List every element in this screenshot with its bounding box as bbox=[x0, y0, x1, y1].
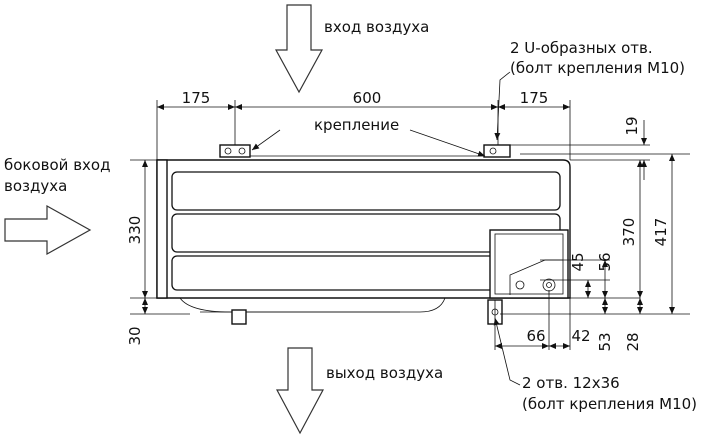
label-side-inlet-1: боковой вход bbox=[4, 156, 110, 174]
label-air-outlet: выход воздуха bbox=[326, 364, 443, 382]
label-holes-1: 2 отв. 12x36 bbox=[522, 374, 620, 392]
mount-bracket-left bbox=[219, 144, 251, 158]
dim-top-center: 600 bbox=[353, 89, 382, 107]
label-side-inlet-2: воздуха bbox=[4, 177, 67, 195]
dim-right-28: 28 bbox=[624, 332, 642, 351]
dim-right-370: 370 bbox=[620, 218, 638, 247]
dim-right-53: 53 bbox=[596, 332, 614, 351]
dim-top-right: 175 bbox=[520, 89, 549, 107]
dim-top-left: 175 bbox=[182, 89, 211, 107]
dim-right-417: 417 bbox=[652, 218, 670, 247]
dim-bottom-66: 66 bbox=[526, 327, 545, 345]
air-outlet-arrow bbox=[275, 347, 325, 435]
label-u-holes-2: (болт крепления M10) bbox=[510, 59, 685, 77]
dim-right-45: 45 bbox=[569, 252, 587, 271]
dim-right-56: 56 bbox=[596, 252, 614, 271]
panel-1 bbox=[171, 171, 561, 211]
label-air-inlet: вход воздуха bbox=[324, 18, 429, 36]
electrical-box bbox=[487, 229, 569, 325]
label-u-holes-1: 2 U-образных отв. bbox=[510, 39, 653, 57]
bottom-bracket-left bbox=[231, 309, 247, 325]
dim-right-19: 19 bbox=[623, 116, 641, 135]
unit-outline bbox=[156, 155, 571, 313]
dim-left-330: 330 bbox=[126, 216, 144, 245]
label-mount: крепление bbox=[314, 116, 399, 134]
air-inlet-arrow bbox=[274, 4, 324, 94]
side-inlet-arrow bbox=[4, 204, 92, 256]
dim-bottom-42: 42 bbox=[571, 327, 590, 345]
mount-bracket-right bbox=[483, 144, 511, 158]
dim-left-30: 30 bbox=[126, 326, 144, 345]
label-holes-2: (болт крепления M10) bbox=[522, 395, 697, 413]
